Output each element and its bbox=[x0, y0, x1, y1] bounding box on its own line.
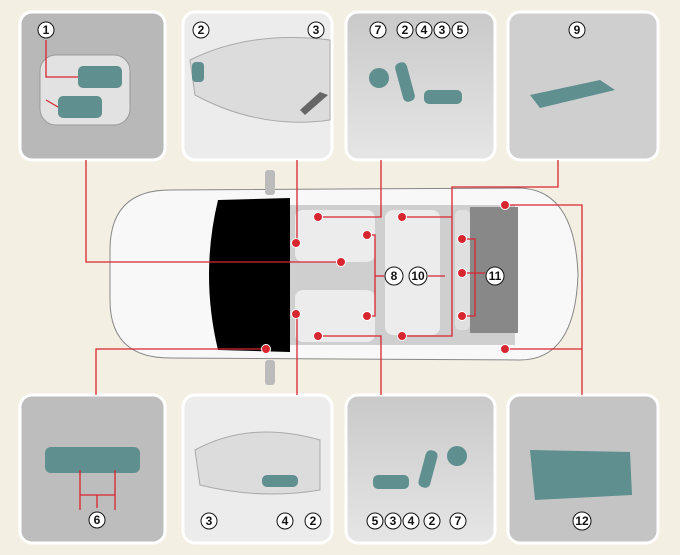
callout-dot bbox=[313, 331, 323, 341]
bottom-panels bbox=[18, 393, 660, 545]
label-text: 5 bbox=[457, 23, 464, 37]
label-9: 9 bbox=[568, 21, 586, 39]
label-7: 7 bbox=[449, 512, 467, 530]
callout-dot bbox=[500, 200, 510, 210]
label-text: 1 bbox=[43, 23, 50, 37]
label-3: 3 bbox=[200, 512, 218, 530]
label-text: 3 bbox=[206, 514, 213, 528]
label-8: 8 bbox=[384, 266, 404, 286]
callout-dot bbox=[362, 311, 372, 321]
label-3: 3 bbox=[433, 21, 451, 39]
label-text: 8 bbox=[391, 269, 398, 283]
callout-dot bbox=[457, 268, 467, 278]
driver-seat bbox=[295, 210, 375, 262]
lumbar-switch[interactable] bbox=[369, 68, 389, 88]
left-mirror bbox=[265, 170, 275, 195]
label-1: 1 bbox=[37, 21, 55, 39]
panel-passenger-power-seat bbox=[344, 393, 497, 545]
label-text: 2 bbox=[198, 23, 205, 37]
label-text: 4 bbox=[408, 514, 415, 528]
door-handle-lever[interactable] bbox=[530, 80, 615, 108]
label-11: 11 bbox=[485, 266, 505, 286]
passenger-lumbar-switch[interactable] bbox=[447, 446, 467, 466]
label-text: 7 bbox=[375, 23, 382, 37]
callout-dots bbox=[261, 200, 510, 354]
callout-dot bbox=[362, 230, 372, 240]
callout-dot bbox=[313, 212, 323, 222]
label-2: 2 bbox=[192, 21, 210, 39]
passenger-seat-icon bbox=[194, 431, 321, 495]
label-2: 2 bbox=[423, 512, 441, 530]
callout-dot bbox=[336, 257, 346, 267]
label-text: 3 bbox=[390, 514, 397, 528]
callout-dot bbox=[457, 311, 467, 321]
label-text: 3 bbox=[313, 23, 320, 37]
label-4: 4 bbox=[402, 512, 420, 530]
label-5: 5 bbox=[366, 512, 384, 530]
label-2: 2 bbox=[304, 512, 322, 530]
trunk-release-lever[interactable] bbox=[530, 450, 632, 500]
callout-lines bbox=[45, 40, 583, 510]
label-text: 4 bbox=[282, 514, 289, 528]
label-text: 2 bbox=[310, 514, 317, 528]
seat-cushion-icon bbox=[189, 37, 331, 123]
label-12: 12 bbox=[572, 511, 592, 531]
passenger-seat-lever[interactable] bbox=[262, 475, 298, 487]
seat-cushion-switch[interactable] bbox=[424, 90, 462, 104]
callout-dot bbox=[261, 344, 271, 354]
label-10: 10 bbox=[408, 266, 428, 286]
label-text: 7 bbox=[455, 514, 462, 528]
front-heater-button[interactable] bbox=[78, 66, 122, 88]
callout-dot bbox=[291, 238, 301, 248]
label-text: 5 bbox=[372, 514, 379, 528]
callout-dot bbox=[500, 344, 510, 354]
callout-dot bbox=[457, 234, 467, 244]
callout-dot bbox=[397, 331, 407, 341]
label-text: 9 bbox=[574, 23, 581, 37]
passenger-cushion-switch[interactable] bbox=[373, 475, 409, 489]
label-4: 4 bbox=[415, 21, 433, 39]
label-text: 2 bbox=[429, 514, 436, 528]
label-2: 2 bbox=[396, 21, 414, 39]
label-text: 12 bbox=[575, 514, 589, 528]
passenger-seatback-switch[interactable] bbox=[417, 449, 438, 489]
seatback-switch[interactable] bbox=[394, 61, 416, 103]
label-text: 10 bbox=[411, 269, 425, 283]
right-mirror bbox=[265, 360, 275, 385]
rear-heater-button[interactable] bbox=[58, 96, 102, 118]
label-text: 11 bbox=[489, 269, 502, 283]
panel-power-seat bbox=[344, 10, 497, 162]
windshield bbox=[209, 198, 290, 352]
label-text: 4 bbox=[421, 23, 428, 37]
label-text: 6 bbox=[94, 513, 101, 527]
top-panels bbox=[18, 10, 660, 162]
label-text: 2 bbox=[402, 23, 409, 37]
rear-heater-switch[interactable] bbox=[45, 447, 140, 473]
car-top-view bbox=[109, 170, 579, 385]
callout-dot bbox=[291, 309, 301, 319]
label-text: 3 bbox=[439, 23, 446, 37]
height-lever[interactable] bbox=[300, 92, 328, 115]
label-3: 3 bbox=[384, 512, 402, 530]
callout-labels: 1 2 3 7 2 4 3 5 9 8 10 11 6 3 4 2 5 3 4 … bbox=[37, 21, 592, 531]
callout-dot bbox=[397, 212, 407, 222]
passenger-seat bbox=[295, 290, 375, 342]
label-7: 7 bbox=[369, 21, 387, 39]
label-5: 5 bbox=[451, 21, 469, 39]
recline-lever[interactable] bbox=[192, 62, 204, 82]
label-4: 4 bbox=[276, 512, 294, 530]
label-3: 3 bbox=[307, 21, 325, 39]
label-6: 6 bbox=[88, 511, 106, 529]
